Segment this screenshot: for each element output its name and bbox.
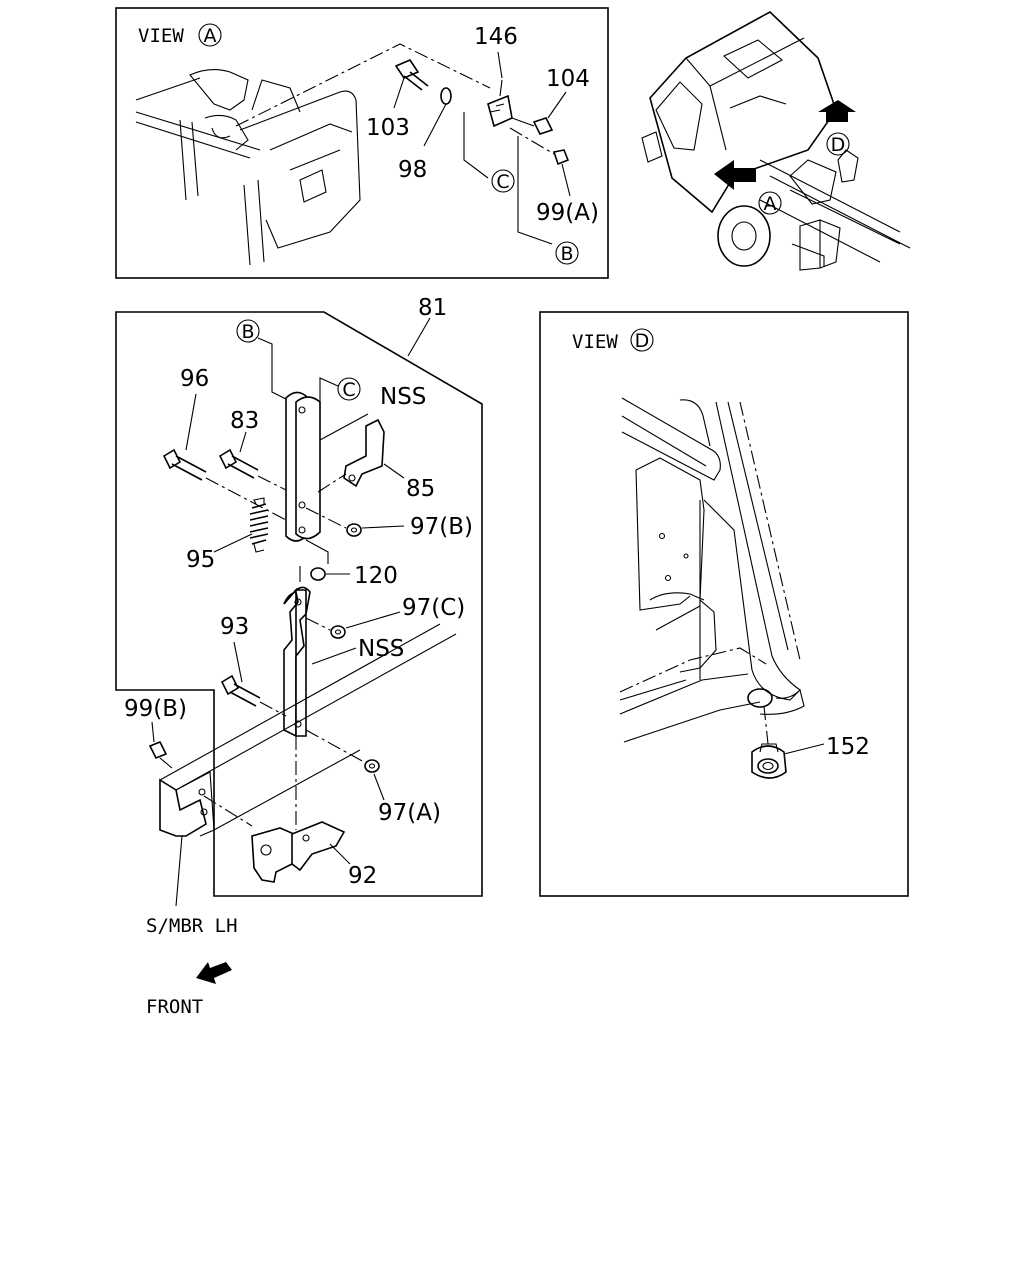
- bracket-146: [487, 51, 513, 128]
- label-98: 98: [398, 157, 427, 183]
- svg-text:B: B: [241, 321, 254, 343]
- label-95: 95: [186, 547, 215, 573]
- circle-c-top: [491, 169, 515, 193]
- label-97b: 97(B): [410, 514, 473, 540]
- label-96: 96: [180, 366, 209, 392]
- label-nss-upper: NSS: [380, 384, 426, 410]
- front-label: FRONT: [146, 996, 203, 1018]
- bolt-96: 96: [162, 366, 287, 521]
- svg-text:A: A: [764, 193, 777, 215]
- washer-97a: 97(A): [305, 729, 441, 826]
- svg-text:B: B: [560, 243, 573, 265]
- view-d-circle: [630, 328, 654, 352]
- label-97c: 97(C): [402, 595, 465, 621]
- label-146: 146: [474, 24, 518, 50]
- view-a-circle: [198, 23, 222, 47]
- bracket-92: 92: [251, 821, 377, 889]
- label-81: 81: [418, 295, 447, 321]
- nut-99a: [509, 127, 571, 197]
- washer-97c: 97(C): [305, 595, 465, 639]
- label-120: 120: [354, 563, 398, 589]
- front-arrow-icon: [196, 962, 232, 984]
- arrow-d-icon: [818, 100, 856, 122]
- wheel-icon: [717, 205, 771, 267]
- view-d-title: VIEW: [572, 331, 618, 353]
- label-99a: 99(A): [536, 200, 599, 226]
- circle-b-main: [236, 319, 260, 343]
- svg-text:C: C: [496, 171, 509, 193]
- bolt-93: 93: [220, 614, 287, 717]
- upper-link-plate: NSS: [285, 384, 426, 542]
- label-97a: 97(A): [378, 800, 441, 826]
- view-d-body-sketch: [619, 397, 805, 745]
- view-a-frame-sketch: [135, 43, 491, 266]
- label-85: 85: [406, 476, 435, 502]
- circle-d-truck: [826, 132, 850, 156]
- label-104: 104: [546, 66, 590, 92]
- member-label: S/MBR LH: [146, 915, 238, 937]
- bolt-104: [511, 91, 567, 135]
- svg-text:D: D: [831, 134, 846, 156]
- nut-99b: 99(B): [124, 696, 187, 769]
- washer-97b: 97(B): [305, 507, 473, 540]
- bolt-83: 83: [218, 408, 287, 491]
- truck-overview: A D: [641, 11, 911, 271]
- label-nss-lower: NSS: [358, 636, 404, 662]
- arrow-a-icon: [714, 160, 756, 190]
- label-93: 93: [220, 614, 249, 640]
- washer-120: 120: [305, 539, 398, 589]
- label-103: 103: [366, 115, 410, 141]
- view-a-panel: VIEW A: [115, 7, 609, 279]
- view-d-panel: VIEW D: [539, 311, 909, 897]
- spring-95: 95: [186, 497, 269, 573]
- circle-a-truck: [758, 191, 782, 215]
- circle-b-top: [555, 241, 579, 265]
- bolt-103: [393, 59, 429, 109]
- label-99b: 99(B): [124, 696, 187, 722]
- svg-text:C: C: [342, 379, 355, 401]
- label-152: 152: [826, 734, 870, 760]
- roof-vent-icon: [723, 39, 783, 79]
- view-a-title: VIEW: [138, 25, 184, 47]
- washer-98: [440, 87, 452, 105]
- label-83: 83: [230, 408, 259, 434]
- lower-link-plate: NSS: [283, 566, 404, 738]
- assembly-81-panel: 81 B C NSS 85: [115, 295, 483, 1018]
- label-92: 92: [348, 863, 377, 889]
- grommet-152: 152: [751, 734, 870, 779]
- circle-c-main: [337, 377, 361, 401]
- view-d-letter: D: [635, 330, 650, 352]
- view-a-letter: A: [204, 25, 217, 47]
- bracket-85: 85: [317, 418, 435, 502]
- side-member-lh: [159, 623, 457, 907]
